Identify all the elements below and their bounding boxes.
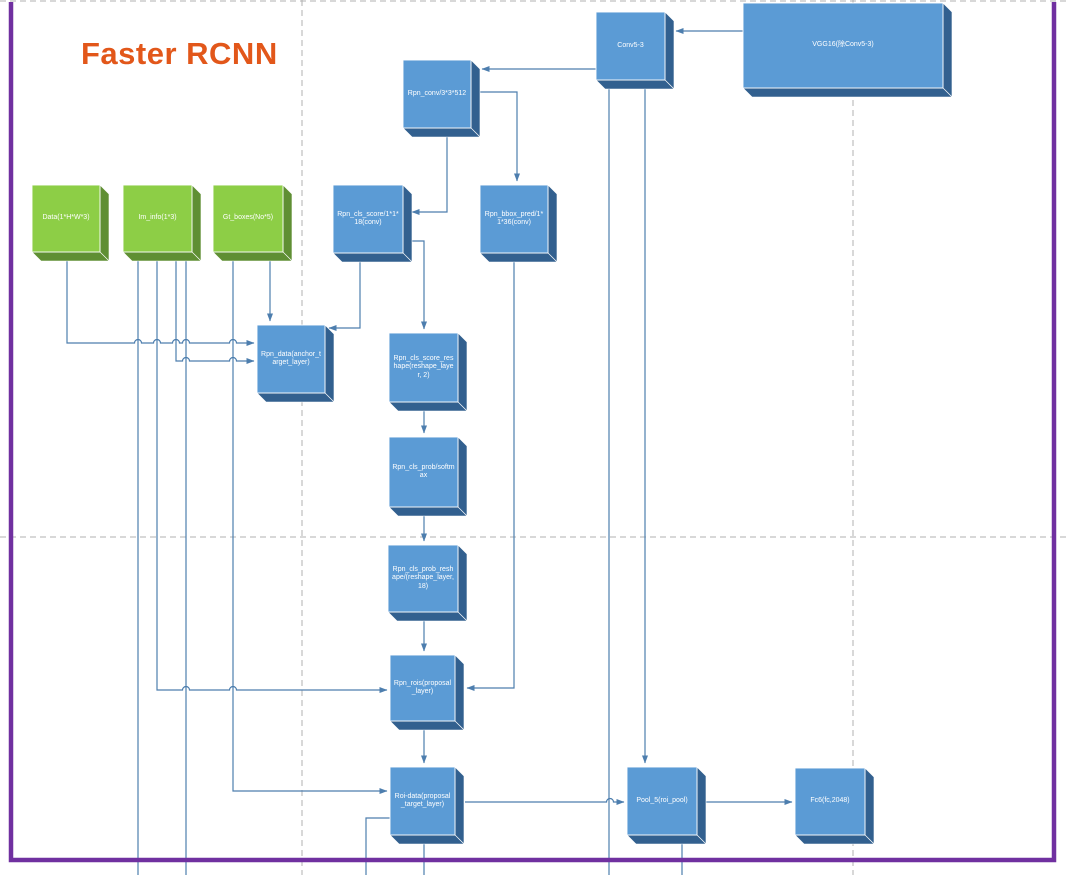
node-front-face — [389, 654, 456, 722]
node-rpn-bbox-pred[interactable] — [479, 184, 558, 263]
node-conv5-3[interactable] — [595, 11, 675, 90]
node-side-face — [457, 332, 468, 412]
node-front-face — [31, 184, 101, 253]
node-front-face — [122, 184, 193, 253]
node-side-face — [547, 184, 558, 263]
node-side-face — [457, 544, 468, 622]
connector-rpn-conv-to-rpn-bbox-pred — [480, 91, 520, 182]
node-bottom-face — [794, 834, 875, 845]
node-front-face — [595, 11, 666, 81]
node-side-face — [696, 766, 707, 845]
connector-layer — [66, 28, 793, 875]
node-rpn-data[interactable] — [256, 324, 335, 403]
page-border — [8, 2, 1057, 863]
node-front-face — [388, 436, 459, 508]
node-bottom-face — [389, 720, 465, 731]
node-front-face — [742, 2, 944, 89]
connector-im-info-to-rpn-rois — [156, 261, 388, 693]
node-rpn-conv[interactable] — [402, 59, 481, 138]
node-side-face — [470, 59, 481, 138]
node-front-face — [626, 766, 698, 836]
node-bottom-face — [388, 401, 468, 412]
node-side-face — [454, 766, 465, 845]
node-front-face — [402, 59, 472, 129]
node-roi-data[interactable] — [389, 766, 465, 845]
connector-rpn-conv-to-rpn-cls-score — [411, 137, 448, 215]
connector-rpn-cls-score-to-rpn-data — [328, 262, 361, 331]
node-gt-boxes[interactable] — [212, 184, 293, 262]
node-bottom-face — [389, 834, 465, 845]
node-bottom-face — [402, 127, 481, 138]
node-side-face — [191, 184, 202, 262]
node-side-face — [324, 324, 335, 403]
node-front-face — [332, 184, 404, 254]
node-data[interactable] — [31, 184, 110, 262]
node-front-face — [212, 184, 284, 253]
node-side-face — [454, 654, 465, 731]
node-bottom-face — [332, 252, 413, 263]
connector-rpn-cls-score-to-reshape — [412, 240, 427, 330]
node-rpn-cls-prob[interactable] — [388, 436, 468, 517]
connector-rpn-bbox-pred-to-rpn-rois — [466, 262, 515, 691]
node-bottom-face — [31, 251, 110, 262]
connector-im-info-to-rpn-data — [175, 261, 255, 364]
node-side-face — [282, 184, 293, 262]
node-bottom-face — [595, 79, 675, 90]
connector-roi-data-to-pool-5 — [465, 797, 625, 805]
node-bottom-face — [388, 506, 468, 517]
node-im-info[interactable] — [122, 184, 202, 262]
connector-data-to-rpn-data — [66, 261, 255, 346]
node-bottom-face — [626, 834, 707, 845]
page-border-line — [8, 2, 1057, 863]
node-rpn-rois[interactable] — [389, 654, 465, 731]
node-side-face — [99, 184, 110, 262]
node-pool-5[interactable] — [626, 766, 707, 845]
node-bottom-face — [212, 251, 293, 262]
connector-gt-boxes-to-roi-data — [232, 261, 388, 794]
node-rpn-cls-score-reshape[interactable] — [388, 332, 468, 412]
node-front-face — [794, 767, 866, 836]
node-bottom-face — [742, 87, 953, 98]
node-fc6[interactable] — [794, 767, 875, 845]
node-side-face — [457, 436, 468, 517]
page-title: Faster RCNN — [81, 36, 278, 71]
connector-roi-data-left-down — [365, 817, 390, 875]
node-front-face — [479, 184, 549, 254]
node-layer — [31, 2, 953, 845]
node-front-face — [389, 766, 456, 836]
node-side-face — [664, 11, 675, 90]
node-bottom-face — [256, 392, 335, 403]
node-rpn-cls-prob-reshape[interactable] — [387, 544, 468, 622]
node-front-face — [387, 544, 459, 613]
node-front-face — [256, 324, 326, 394]
node-rpn-cls-score[interactable] — [332, 184, 413, 263]
node-side-face — [942, 2, 953, 98]
node-bottom-face — [122, 251, 202, 262]
node-side-face — [402, 184, 413, 263]
node-bottom-face — [479, 252, 558, 263]
node-side-face — [864, 767, 875, 845]
node-front-face — [388, 332, 459, 403]
node-bottom-face — [387, 611, 468, 622]
node-vgg16[interactable] — [742, 2, 953, 98]
